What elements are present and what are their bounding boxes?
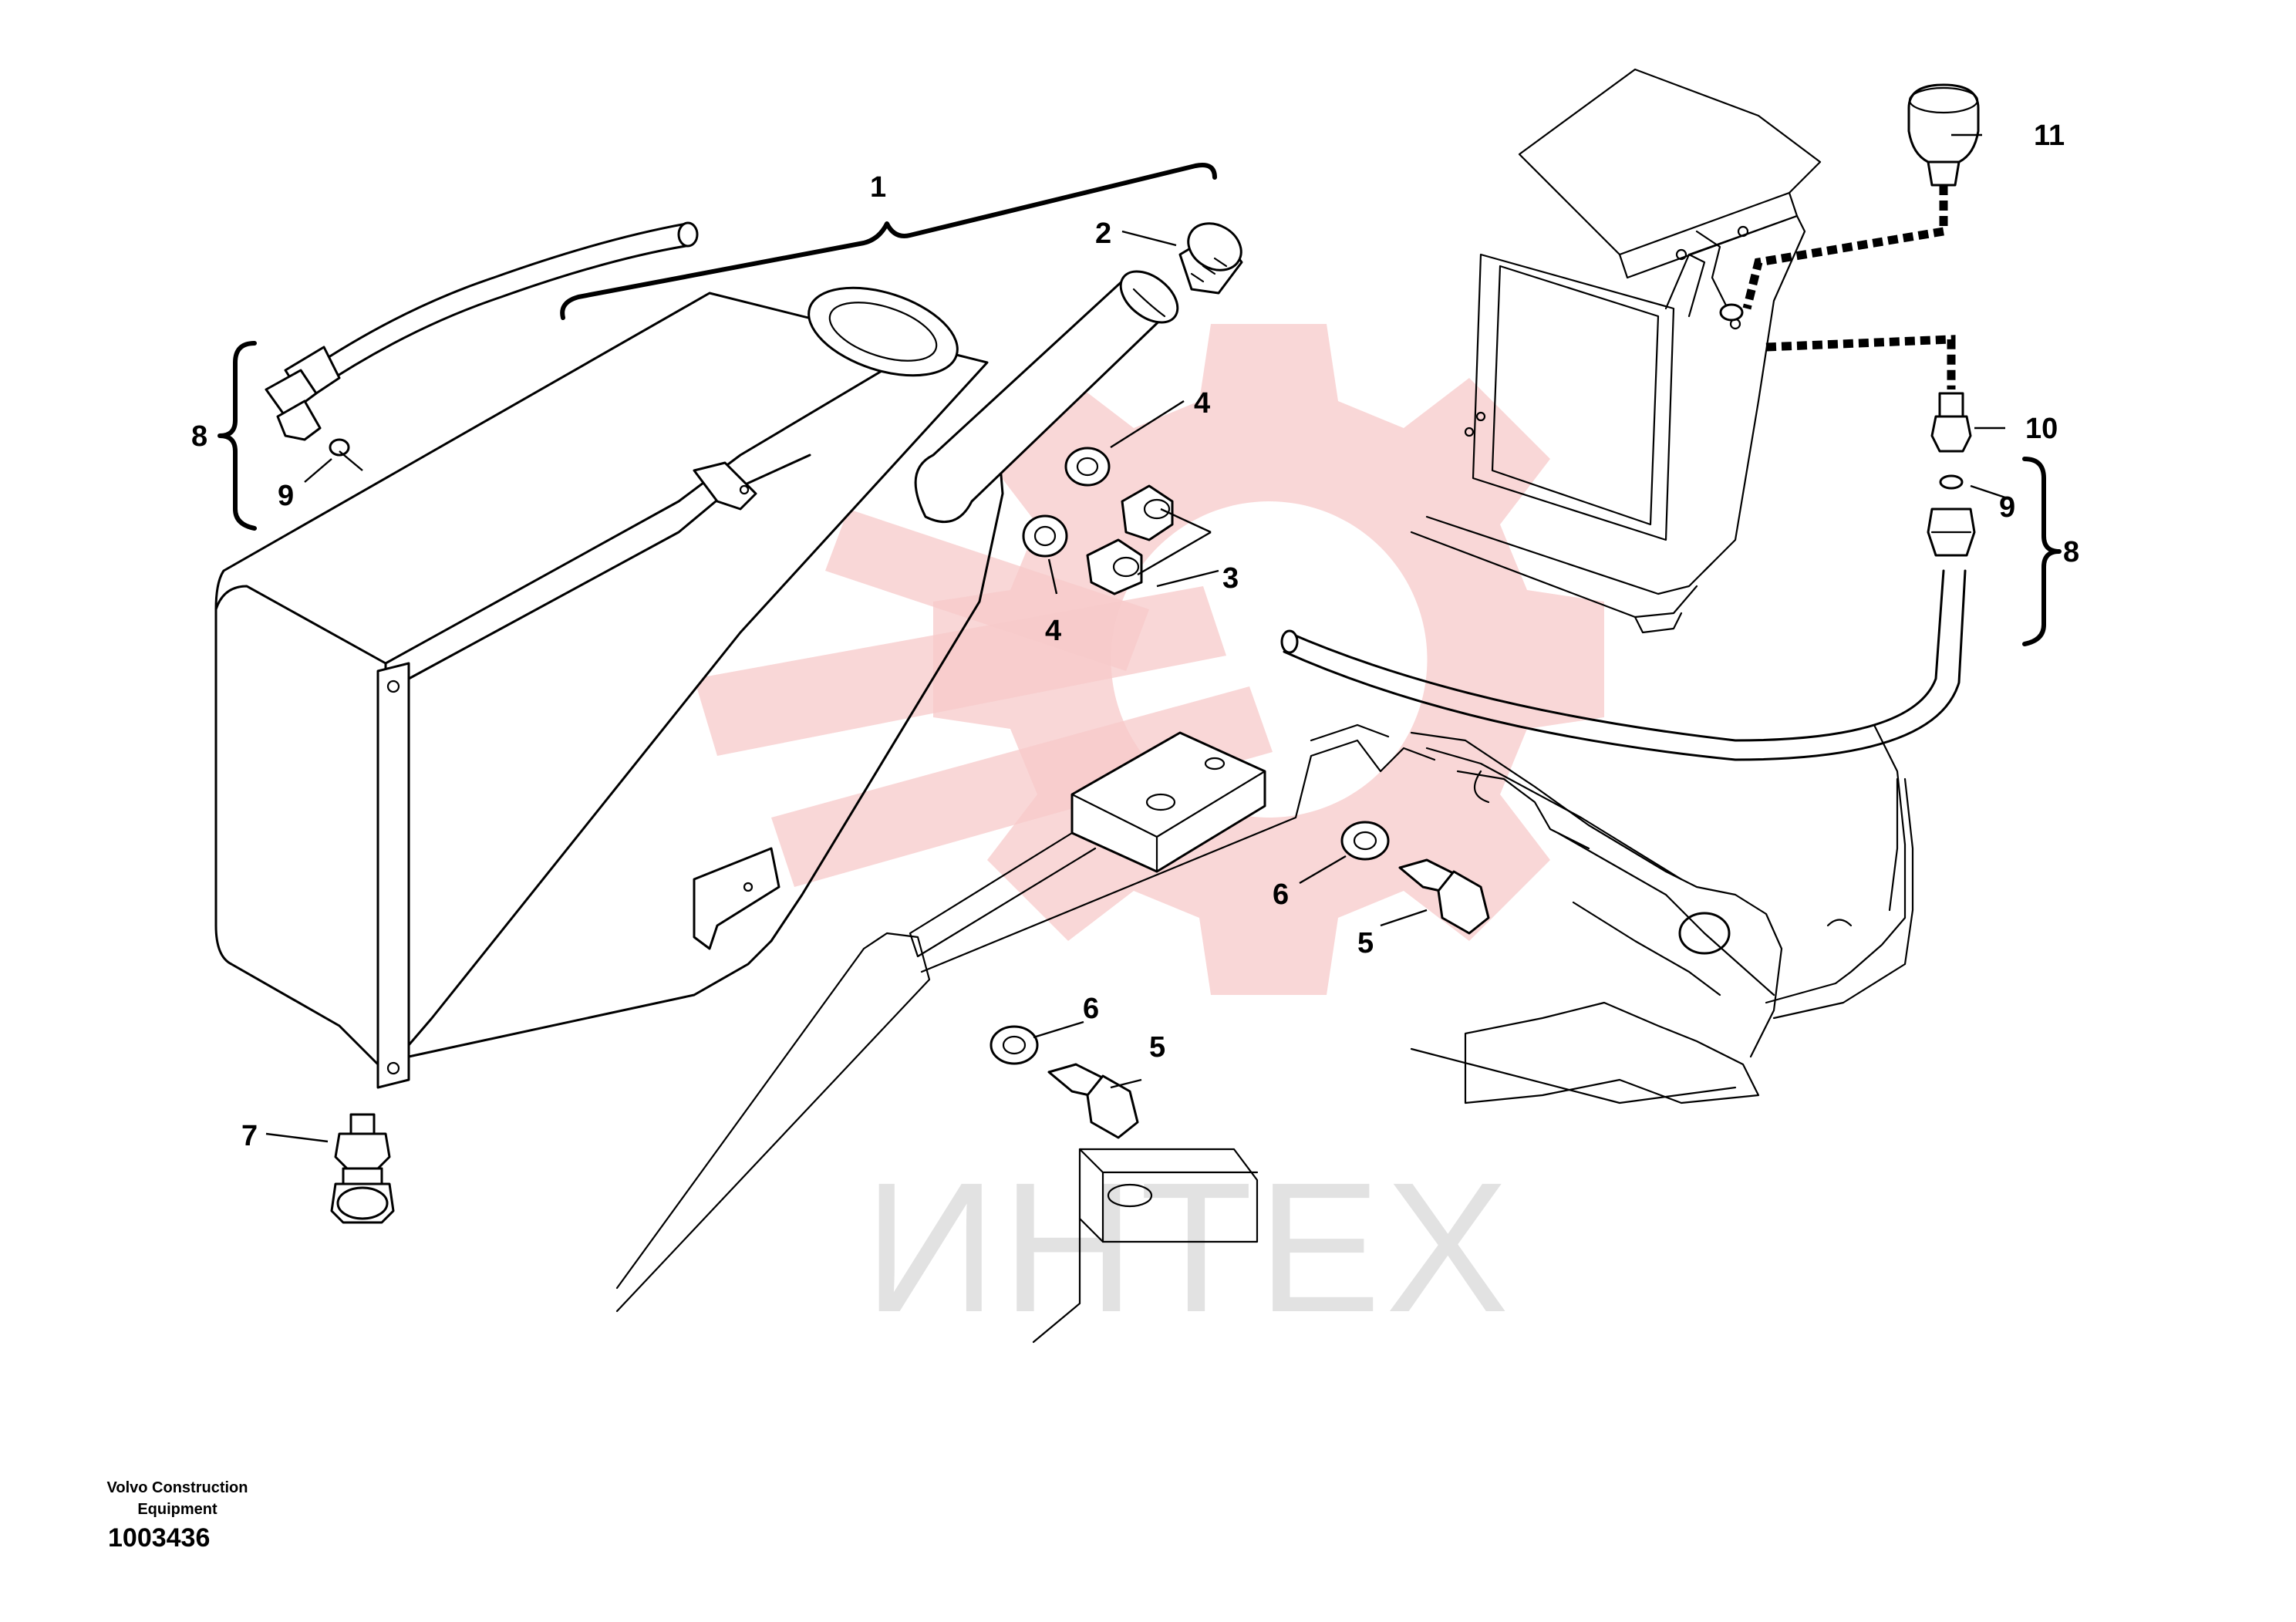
washer-6-left [990,1025,1039,1065]
callout-6-right: 6 [1273,878,1289,911]
brace-8-left [217,341,257,531]
drain-fitting [330,1113,395,1224]
hydraulic-tank [214,286,1004,1089]
filler-tube [914,270,1179,524]
callout-5-left: 5 [1149,1031,1165,1064]
callout-8-right: 8 [2063,536,2079,568]
brand-label: Volvo Construction Equipment [106,1479,248,1518]
tank-filler-opening [807,286,959,377]
leader-lines [265,133,2006,1143]
washer-4-upper [1064,447,1111,487]
washer-4-lower [1022,514,1068,558]
frame-outline [615,723,1914,1344]
callout-4-upper: 4 [1194,387,1210,420]
callout-9-right: 9 [1999,491,2015,524]
dashed-link-11 [1742,185,1948,310]
return-hose-left [265,221,699,457]
hose-right [1280,83,1980,761]
callout-4-lower: 4 [1045,615,1061,647]
brace-1 [560,163,1217,320]
callout-5-right: 5 [1357,927,1374,959]
callout-8-left: 8 [191,420,207,453]
callout-3: 3 [1222,562,1239,595]
filler-cap [1178,222,1243,295]
document-number: 1003436 [108,1523,211,1553]
dashed-link-10 [1765,335,1956,389]
callout-11: 11 [2034,120,2065,152]
callout-9-left: 9 [278,480,294,512]
washer-6-right [1340,821,1390,861]
small-parts [990,447,1490,1139]
brace-8-right [2022,457,2062,646]
tank-flange [376,662,410,1089]
callouts: 1 2 3 4 4 5 5 6 6 7 8 8 9 9 10 11 [191,120,2079,1152]
watermark-text: ИНТЕХ [864,1144,1514,1351]
braces [217,163,2062,646]
callout-6-left: 6 [1083,993,1099,1025]
block-hole [1107,1183,1153,1208]
callout-10: 10 [2025,413,2058,445]
callout-2: 2 [1095,218,1111,250]
cooler-assembly [1410,68,1822,634]
callout-7: 7 [241,1120,258,1152]
mounting-block [909,731,1266,958]
callout-1: 1 [870,171,886,204]
